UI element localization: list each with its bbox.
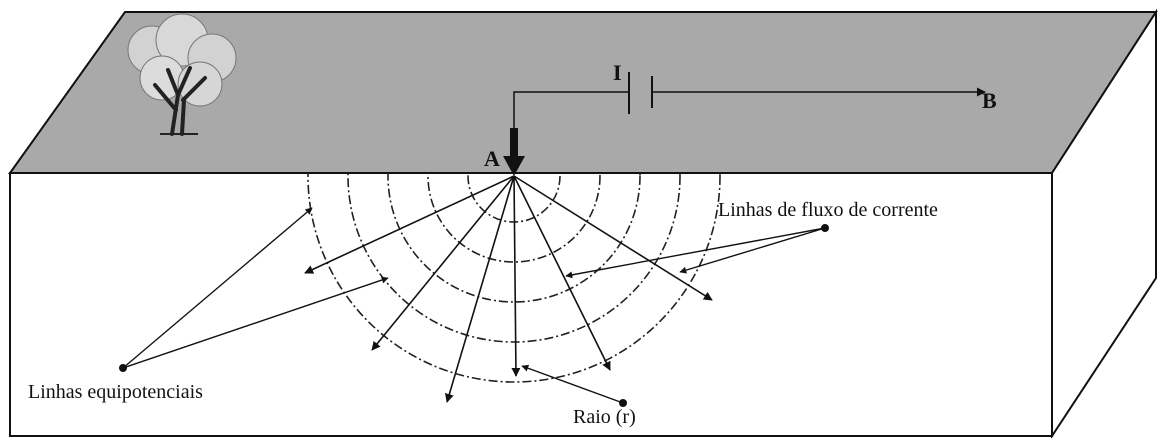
electrode-arrow-icon xyxy=(503,128,525,176)
pointer-line xyxy=(122,207,313,369)
pointer-line xyxy=(521,364,624,404)
label-current-I: I xyxy=(613,60,622,85)
pointer-line xyxy=(122,276,389,369)
label-electrode-B: B xyxy=(982,88,997,113)
flow-line xyxy=(511,175,521,377)
pointer-line xyxy=(679,227,826,274)
circuit xyxy=(503,72,986,176)
equipotential-arc xyxy=(347,173,681,343)
current-flow-lines xyxy=(304,175,713,403)
wire-to-battery xyxy=(513,91,628,128)
equipotential-arc xyxy=(307,173,721,383)
equipotential-arc xyxy=(427,173,601,263)
block-front-face xyxy=(9,172,1053,437)
label-pointers xyxy=(119,207,829,407)
label-equipotential-lines: Linhas equipotenciais xyxy=(28,381,203,403)
flow-line xyxy=(304,175,515,274)
pointer-line xyxy=(565,227,826,279)
flow-line xyxy=(371,175,515,351)
flow-line xyxy=(444,175,515,403)
flow-line xyxy=(513,175,713,301)
flow-line xyxy=(513,175,611,371)
equipotential-lines xyxy=(307,173,721,383)
label-radius: Raio (r) xyxy=(573,406,636,428)
equipotential-arc xyxy=(387,173,641,303)
label-electrode-A: A xyxy=(484,146,500,171)
label-flow-lines: Linhas de fluxo de corrente xyxy=(718,199,938,221)
tree-icon xyxy=(127,13,237,136)
